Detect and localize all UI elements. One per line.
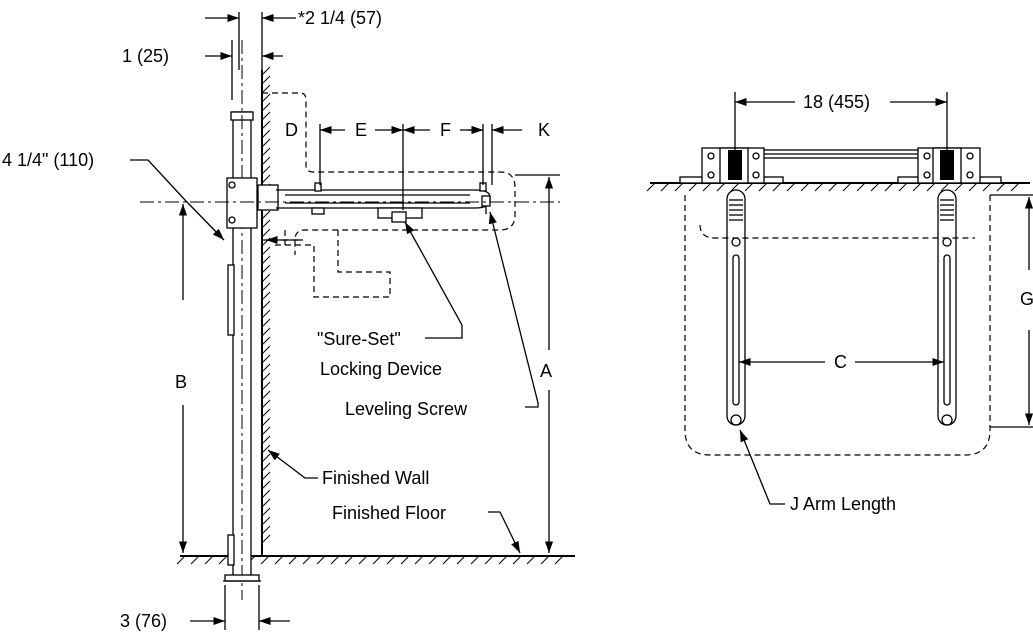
left-mounting-bracket — [679, 147, 784, 184]
finished-wall-graphic — [261, 66, 271, 555]
dim-pipe-label: 1 (25) — [122, 46, 169, 66]
dim-c-label: C — [834, 352, 847, 372]
dim-e-label: E — [355, 120, 367, 140]
sure-set-label-line1: "Sure-Set" — [317, 329, 401, 349]
dim-g-label: G — [1020, 289, 1033, 309]
dim-d-label: D — [285, 120, 298, 140]
dim-f-label: F — [440, 120, 451, 140]
dim-top-width-label: *2 1/4 (57) — [298, 8, 382, 28]
dim-foot-label: 3 (76) — [120, 611, 167, 631]
left-arm — [726, 189, 746, 426]
dim-arm-height-label: 4 1/4" (110) — [2, 150, 94, 170]
finished-floor-label: Finished Floor — [332, 503, 446, 523]
support-arm — [257, 182, 491, 223]
right-mounting-bracket — [897, 147, 1002, 184]
upright-pipe — [223, 40, 261, 600]
sure-set-label-line2: Locking Device — [320, 359, 442, 379]
fixture-outline-dashed — [262, 92, 516, 255]
leveling-screw-label: Leveling Screw — [345, 399, 468, 419]
top-view-fixture-outline — [684, 195, 991, 456]
dim-a-label: A — [540, 361, 552, 381]
dim-spacing-label: 18 (455) — [803, 92, 870, 112]
top-view: 18 (455) C G J Arm Length — [646, 92, 1033, 514]
dim-k-label: K — [538, 120, 550, 140]
arm-length-label: J Arm Length — [790, 494, 896, 514]
finished-wall-label: Finished Wall — [322, 468, 429, 488]
dim-b-label: B — [175, 372, 187, 392]
side-view: *2 1/4 (57) 1 (25) D E F K 4 1/4" (110) … — [2, 8, 575, 631]
right-arm — [937, 189, 957, 426]
